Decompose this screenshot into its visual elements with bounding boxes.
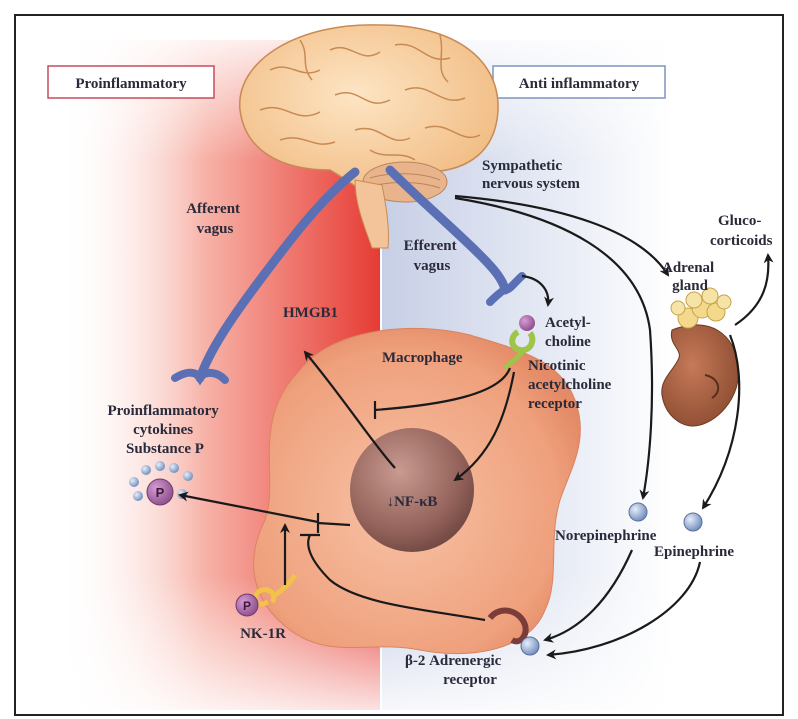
p-molecule-nk1r: P <box>236 594 258 616</box>
hmgb1-label: HMGB1 <box>283 305 338 321</box>
nfkb-label: ↓NF-κB <box>387 494 438 510</box>
svg-text:P: P <box>156 485 165 500</box>
epinephrine-molecule <box>684 513 702 531</box>
norepinephrine-molecule <box>629 503 647 521</box>
proinflammatory-header: Proinflammatory <box>48 66 214 98</box>
macrophage-label: Macrophage <box>382 350 463 366</box>
svg-text:Anti inflammatory: Anti inflammatory <box>519 76 640 92</box>
nk1r-label: NK-1R <box>240 626 286 642</box>
norepinephrine-label: Norepinephrine <box>555 528 657 544</box>
svg-text:P: P <box>243 599 251 613</box>
epinephrine-label: Epinephrine <box>654 544 734 560</box>
svg-text:Proinflammatory: Proinflammatory <box>75 76 187 92</box>
anti-inflammatory-header: Anti inflammatory <box>493 66 665 98</box>
nucleus <box>350 428 474 552</box>
